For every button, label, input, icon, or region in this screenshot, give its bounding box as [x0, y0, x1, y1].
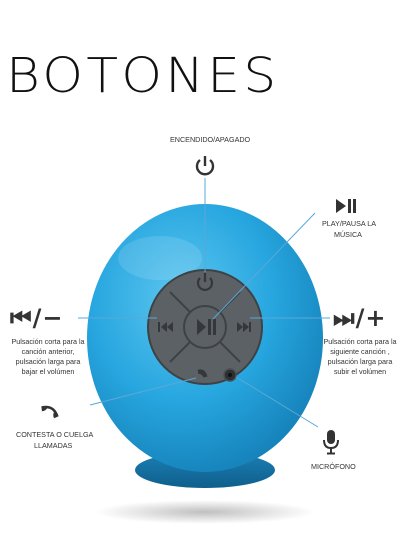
call-label-2: LLAMADAS: [34, 441, 73, 450]
next-description-3: pulsación larga para: [327, 357, 393, 366]
play-pause-icon: [336, 199, 356, 213]
prev-description-2: canción anterior,: [21, 347, 75, 356]
microphone-icon: [323, 430, 339, 455]
next-description-1: Pulsación corta para la: [323, 337, 397, 346]
speaker-highlight: [118, 236, 202, 280]
phone-icon: [41, 405, 59, 419]
prev-description-3: pulsación larga para: [15, 357, 81, 366]
prev-description-4: bajar el volúmen: [21, 367, 75, 376]
next-description-4: subir el volúmen: [333, 367, 387, 376]
control-pad: [147, 269, 263, 385]
prev-volume-down-symbol: ⏮/−: [10, 304, 64, 332]
page-title: BOTONES: [6, 48, 280, 104]
speaker-shadow: [95, 500, 315, 524]
prev-description-1: Pulsación corta para la: [11, 337, 85, 346]
play-pause-label-2: MÚSICA: [334, 230, 362, 239]
play-pause-label: PLAY/PAUSA LA: [322, 219, 377, 228]
call-label: CONTESTA O CUELGA: [16, 430, 94, 439]
next-volume-up-symbol: ⏭/+: [333, 304, 387, 332]
microphone-label: MICRÓFONO: [311, 462, 356, 471]
next-description-2: siguiente canción ,: [330, 347, 390, 356]
power-label: ENCENDIDO/APAGADO: [170, 135, 251, 144]
callout-lines: [78, 178, 330, 428]
power-icon: [195, 156, 215, 176]
